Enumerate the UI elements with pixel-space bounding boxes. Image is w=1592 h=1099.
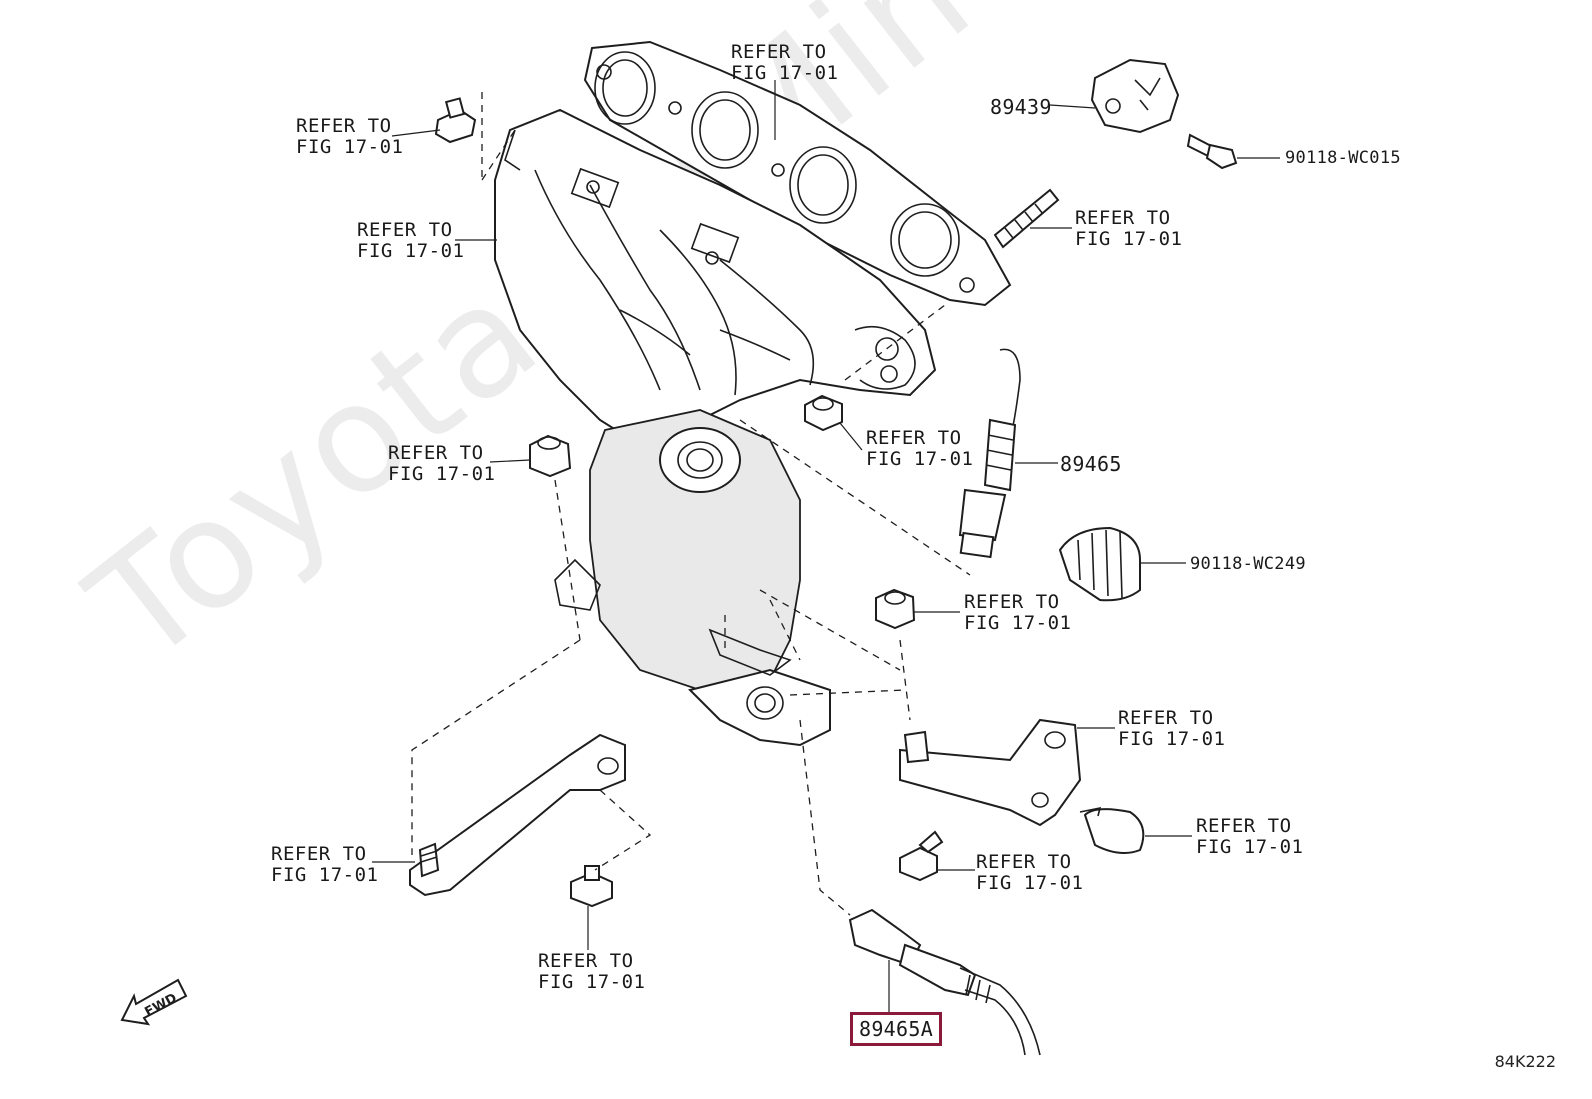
part-number-clamp[interactable]: 90118-WC249 [1190, 554, 1306, 574]
manifold-converter [494, 108, 937, 747]
fwd-arrow-icon: FWD [120, 978, 188, 1026]
part-number-lower-sensor[interactable]: 89465A [850, 1012, 943, 1046]
upper-sensor-drawing [958, 348, 1021, 559]
figure-id: 84K222 [1494, 1052, 1556, 1071]
small-clamp-drawing [1079, 806, 1145, 855]
leader-lines [372, 80, 1280, 1012]
part-number-upper-sensor[interactable]: 89465 [1060, 452, 1122, 476]
upper-bolt-drawing [434, 97, 477, 144]
dashed-lines [411, 92, 971, 916]
lower-sensor-drawing [848, 908, 1041, 1056]
manifold-gasket [583, 40, 1012, 307]
cover-drawing [1090, 58, 1180, 134]
lower-bolt-drawing [570, 865, 613, 908]
stud-drawing [993, 188, 1060, 249]
part-number-bolt[interactable]: 90118-WC015 [1285, 148, 1401, 168]
clamp-drawing [1058, 526, 1141, 602]
nuts-drawing [529, 394, 916, 630]
fwd-marker: FWD [118, 972, 190, 1032]
right-bolt-drawing [899, 830, 944, 882]
bolt-drawing [1186, 133, 1238, 170]
right-bracket-drawing [899, 718, 1082, 827]
part-number-cover[interactable]: 89439 [990, 95, 1052, 119]
